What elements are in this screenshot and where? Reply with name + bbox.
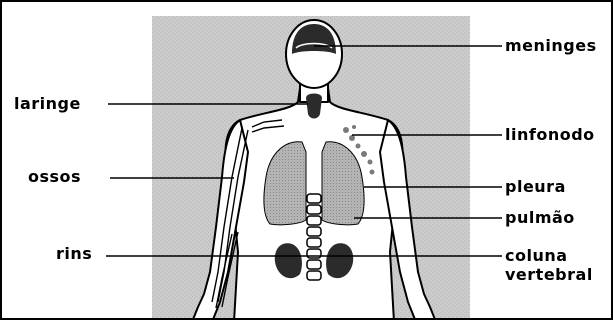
label-coluna: coluna xyxy=(505,247,568,265)
label-laringe: laringe xyxy=(14,95,81,113)
label-rins: rins xyxy=(56,245,92,263)
label-pleura: pleura xyxy=(505,178,566,196)
laringe-shape xyxy=(306,94,322,119)
label-pulmao: pulmão xyxy=(505,209,575,227)
label-vertebral: vertebral xyxy=(505,266,593,284)
label-meninges: meninges xyxy=(505,37,597,55)
label-linfonodo: linfonodo xyxy=(505,126,595,144)
label-ossos: ossos xyxy=(28,168,81,186)
